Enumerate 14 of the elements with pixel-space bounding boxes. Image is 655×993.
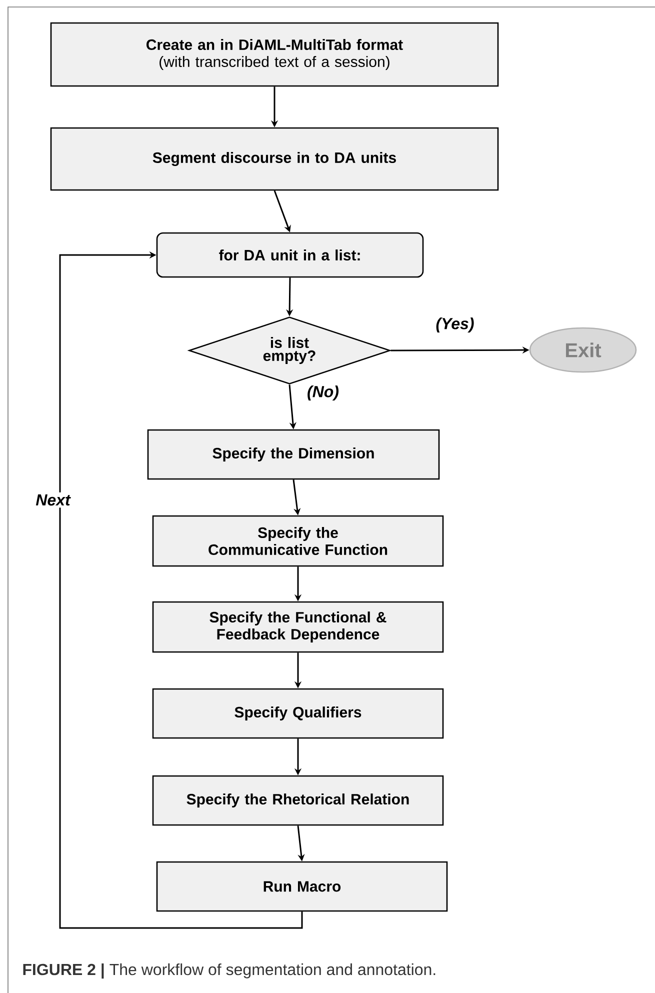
- process-box: Create an in DiAML-MultiTab format (with transcribed text of a session): [50, 22, 499, 87]
- process-box: Specify Qualifiers: [152, 688, 444, 739]
- edge-label: (No): [305, 384, 341, 402]
- figure-caption: FIGURE 2 | The workflow of segmentation and annotation.: [23, 963, 436, 979]
- edge-label: Next: [34, 492, 72, 508]
- process-box: Specify the Functional & Feedback Dependence: [152, 601, 444, 653]
- loop-box: for DA unit in a list:: [156, 232, 424, 278]
- process-box: Run Macro: [156, 861, 448, 912]
- process-box: Specify the Dimension: [147, 429, 440, 480]
- arrow: [59, 251, 303, 929]
- process-box: Specify the Communicative Function: [152, 515, 444, 567]
- edge-label: (Yes): [434, 316, 476, 334]
- process-box: Segment discourse in to DA units: [50, 127, 499, 191]
- process-box: Specify the Rhetorical Relation: [152, 775, 444, 826]
